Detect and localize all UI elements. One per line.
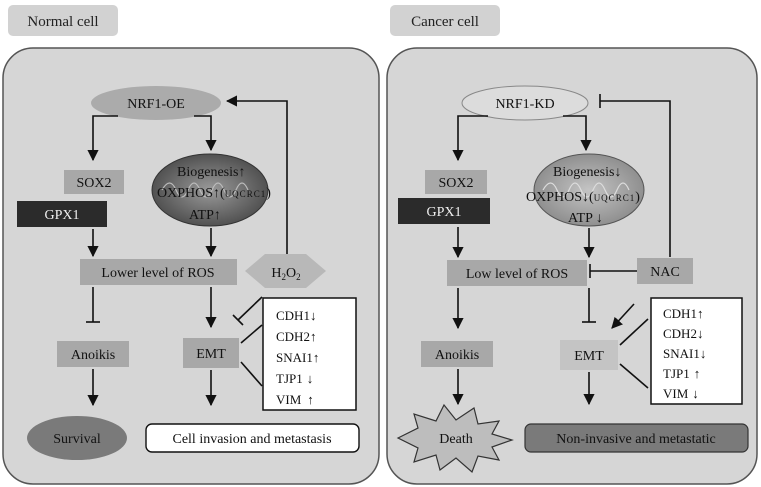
down-arrow-icon: ↓	[310, 308, 317, 323]
mito-atp-normal: ATP↑	[189, 208, 221, 223]
markers-box-normal	[262, 297, 357, 411]
down-arrow-icon: ↓(	[582, 190, 594, 205]
sox2-label: SOX2	[76, 176, 111, 191]
emt-label-cancer: EMT	[574, 349, 604, 364]
arrow-h2o2-nrf1	[225, 95, 288, 254]
down-arrow-icon: ↓	[697, 326, 704, 341]
nac-label: NAC	[650, 265, 680, 280]
sox2-box-cancer	[425, 170, 487, 194]
down-arrow-icon: ↓	[596, 211, 603, 226]
down-arrow-icon: ↓	[700, 346, 707, 361]
death-burst	[396, 403, 514, 474]
mito-biogenesis-normal: Biogenesis↑	[177, 165, 245, 180]
mitochondrion-normal	[151, 153, 269, 227]
survival-label: Survival	[53, 432, 101, 447]
normal-title-box	[8, 5, 118, 36]
up-arrow-icon: ↑	[313, 350, 320, 365]
mito-cristae	[542, 182, 630, 198]
anoikis-box-cancer	[421, 341, 493, 367]
emt-box-cancer	[560, 340, 618, 370]
nac-box	[637, 258, 693, 284]
cancer-cell-panel: Cancer cell NRF1-KD SOX2 GPX1 Biogenesis…	[386, 5, 758, 485]
noninvasive-label: Non-invasive and metastatic	[556, 432, 715, 447]
ros-label-cancer: Low level of ROS	[466, 267, 568, 282]
sox2-label-cancer: SOX2	[438, 176, 473, 191]
mito-cristae	[161, 182, 249, 198]
invasion-box	[145, 423, 360, 453]
marker-cdh2-normal: CDH2↑	[276, 329, 316, 344]
anoikis-box-normal	[57, 341, 129, 367]
h2o2-hexagon	[245, 254, 326, 288]
sox2-box	[64, 170, 124, 194]
up-arrow-icon: ↑	[238, 165, 245, 180]
emt-marker-connector	[240, 361, 263, 387]
normal-title: Normal cell	[27, 14, 98, 30]
up-arrow-icon: ↑	[310, 329, 317, 344]
anoikis-label-cancer: Anoikis	[435, 348, 479, 363]
marker-vim-normal: VIM↑	[276, 392, 314, 407]
normal-cell-panel: Normal cell NRF1-OE SOX2 GPX1 Biogenesis…	[2, 5, 380, 485]
marker-cdh1-normal: CDH1↓	[276, 308, 316, 323]
emt-label-normal: EMT	[196, 347, 226, 362]
arrow-nrf1kd-mito	[563, 115, 592, 152]
mito-oxphos-cancer: OXPHOS↓(UQCRC1)	[526, 190, 640, 205]
up-arrow-icon: ↑	[697, 306, 704, 321]
invasion-label: Cell invasion and metastasis	[172, 432, 331, 447]
marker-cdh1-cancer: CDH1↑	[663, 306, 703, 321]
marker-snai1-cancer: SNAI1↓	[663, 346, 706, 361]
marker-tjp1-cancer: TJP1↑	[663, 366, 700, 381]
cancer-title: Cancer cell	[411, 14, 479, 30]
arrow-nac-emt	[611, 303, 635, 329]
gpx1-label: GPX1	[44, 208, 79, 223]
ros-box-cancer	[447, 260, 587, 286]
up-arrow-icon: ↑(	[213, 186, 225, 201]
up-arrow-icon: ↑	[307, 392, 314, 407]
arrow-nrf1-mito	[194, 115, 217, 152]
up-arrow-icon: ↑	[694, 366, 701, 381]
h2o2-label: H2O2	[271, 266, 300, 282]
mito-atp-cancer: ATP↓	[568, 211, 603, 226]
nrf1-kd-label: NRF1-KD	[495, 97, 554, 112]
emt-marker-connector	[240, 324, 263, 344]
marker-snai1-normal: SNAI1↑	[276, 350, 319, 365]
nrf1-oe-label: NRF1-OE	[127, 97, 185, 112]
emt-marker-connector	[619, 318, 649, 346]
emt-box-normal	[183, 338, 239, 368]
ros-box-normal	[80, 259, 237, 285]
marker-cdh2-cancer: CDH2↓	[663, 326, 703, 341]
down-arrow-icon: ↓	[692, 386, 699, 401]
up-arrow-icon: ↑	[214, 208, 221, 223]
mitochondrion-cancer	[533, 153, 645, 227]
survival-oval	[27, 416, 127, 460]
inhibit-h2o2-emt	[237, 296, 263, 321]
gpx1-box-cancer	[398, 198, 490, 224]
mito-oxphos-normal: OXPHOS↑(UQCRC1)	[157, 186, 271, 201]
death-label: Death	[439, 432, 472, 447]
cancer-title-box	[390, 5, 500, 36]
ros-label-normal: Lower level of ROS	[101, 266, 214, 281]
arrow-nrf1kd-sox2	[452, 115, 488, 162]
inhibit-nac-nrf1	[600, 100, 671, 257]
inhibit-bar	[232, 314, 244, 326]
nrf1-kd-oval	[461, 85, 589, 121]
nrf1-oe-oval	[91, 86, 221, 120]
markers-box-cancer	[650, 297, 743, 405]
marker-vim-cancer: VIM↓	[663, 386, 699, 401]
gpx1-box	[17, 201, 107, 227]
down-arrow-icon: ↓	[307, 371, 314, 386]
noninvasive-box	[524, 423, 749, 453]
emt-marker-connector	[619, 363, 649, 389]
arrow-nrf1-sox2	[87, 115, 118, 162]
marker-tjp1-normal: TJP1↓	[276, 371, 313, 386]
gpx1-label-cancer: GPX1	[426, 205, 461, 220]
mito-biogenesis-cancer: Biogenesis↓	[553, 165, 621, 180]
anoikis-label-normal: Anoikis	[71, 348, 115, 363]
down-arrow-icon: ↓	[614, 165, 621, 180]
